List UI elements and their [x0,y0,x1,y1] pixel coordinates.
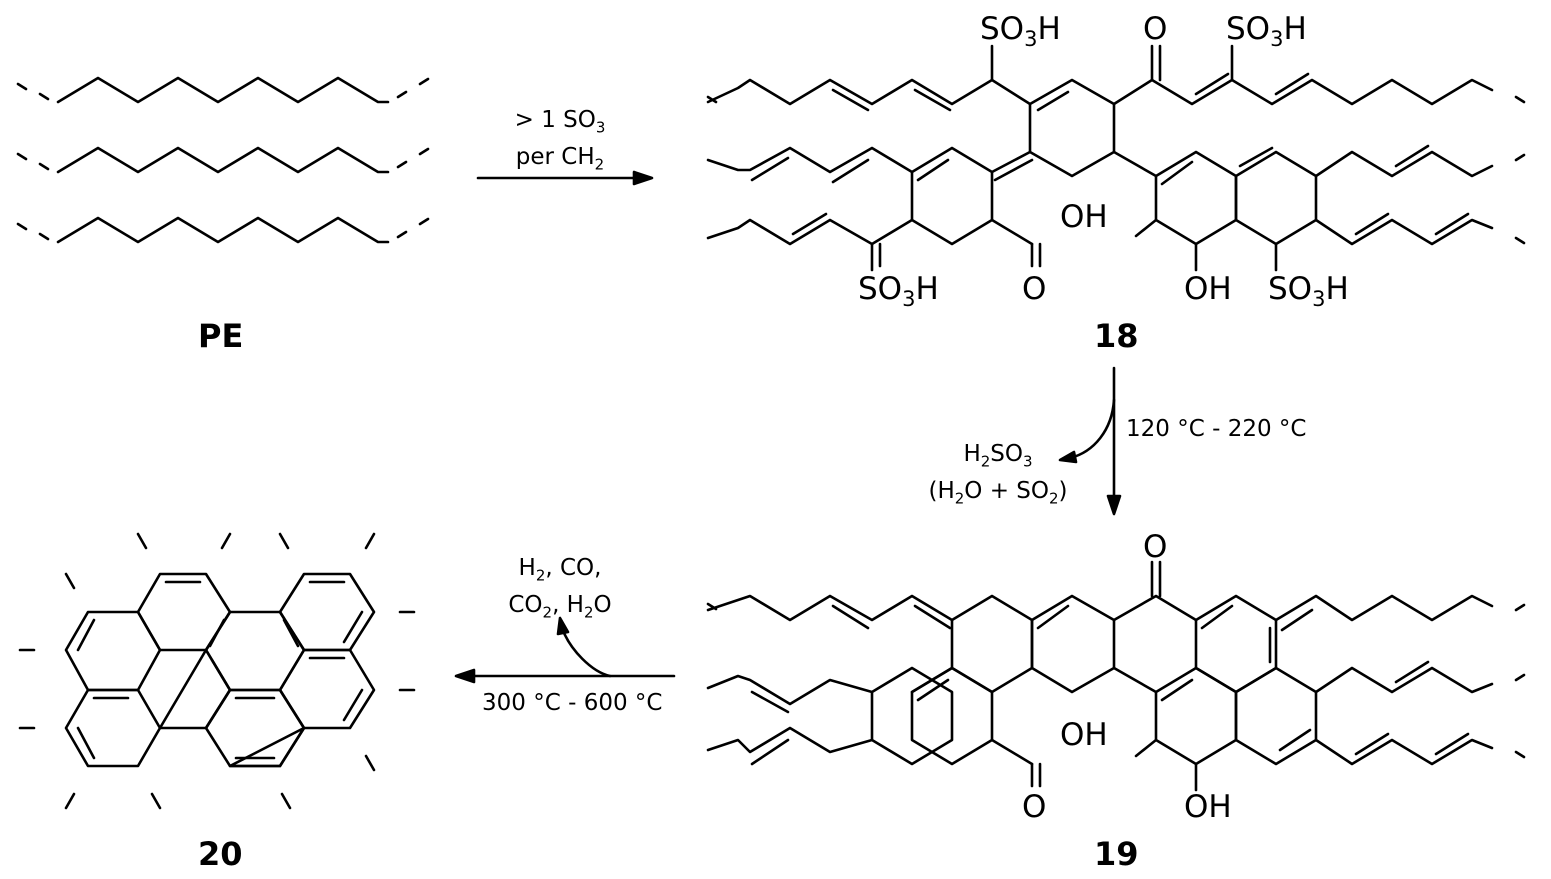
cooh-o-19: O [1022,789,1047,825]
pe-chain-1 [56,76,390,104]
pe-chain-2 [56,146,390,174]
cooh-oh-19: OH [1060,717,1108,753]
so3h-group-18-top-right: SO3H [1226,11,1307,52]
pe-structure [16,76,430,244]
compound-19-structure [706,560,1526,792]
so3h-group-18-bottom-left: SO3H [858,271,939,312]
hydroxyl-19: OH [1184,789,1232,825]
reaction-3-temperature: 300 °C - 600 °C [482,690,663,716]
carbonyl-o-18: O [1143,11,1168,47]
reaction-1-conditions: > 1 SO3 per CH2 [514,107,606,174]
compound-label-20: 20 [198,835,243,873]
compound-label-18: 18 [1094,317,1139,355]
compound-label-pe: PE [198,317,244,355]
cooh-oh-18: OH [1060,199,1108,235]
cooh-o-18: O [1022,271,1047,307]
carbonyl-o-19: O [1143,529,1168,565]
byproduct-curve-arrow-1 [1068,398,1116,460]
so3h-group-18-top-left: SO3H [980,11,1061,52]
compound-18-structure [706,44,1526,272]
reaction-arrow-1 [476,170,654,186]
compound-label-19: 19 [1094,835,1139,873]
reaction-2-byproducts: H2SO3 (H2O + SO2) [928,441,1068,508]
reaction-arrow-2 [1058,366,1122,516]
hydroxyl-18: OH [1184,271,1232,307]
pe-chain-3 [56,216,390,244]
reaction-arrow-3 [454,616,676,684]
compound-20-structure [18,532,416,810]
so3h-group-18-bottom-right: SO3H [1268,271,1349,312]
byproduct-curve-arrow-2 [560,626,612,678]
reaction-3-gases: H2, CO, CO2, H2O [508,555,612,622]
reaction-2-temperature: 120 °C - 220 °C [1126,416,1307,442]
